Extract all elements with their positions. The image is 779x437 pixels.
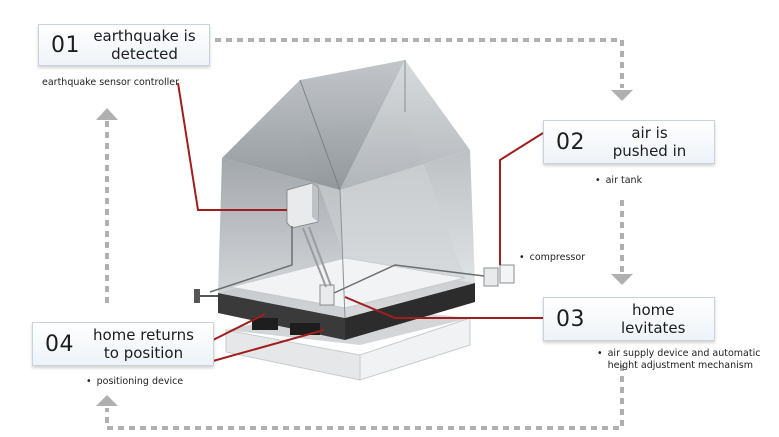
bullet-icon: • [86, 376, 92, 387]
step-number: 02 [556, 129, 585, 155]
note-text: air tank [605, 175, 643, 186]
step-label: air is pushed in [612, 124, 687, 160]
arrow-down-icon [611, 274, 633, 285]
leader-line-04b [212, 329, 325, 362]
air-hoses [209, 226, 485, 294]
callout-text: compressor [529, 252, 586, 263]
air-supply-device [302, 226, 335, 306]
note-text: earthquake sensor controller [42, 77, 180, 88]
bullet-icon: • [519, 252, 525, 263]
step-label: home returns to position [93, 326, 194, 362]
step-03-note: • air supply device and automatic height … [597, 348, 767, 372]
flow-segment-01-02 [215, 38, 624, 88]
house-shell [218, 60, 475, 319]
sensor-controller [286, 182, 319, 229]
flow-segment-03-04 [105, 365, 624, 430]
leader-line-03 [344, 296, 543, 319]
step-01-box: 01 earthquake is detected [38, 24, 210, 66]
leader-line-02 [499, 132, 544, 265]
step-04-note: • positioning device [86, 376, 183, 388]
leader-line-04a [212, 313, 266, 341]
step-04-box: 04 home returns to position [32, 322, 214, 366]
step-number: 03 [556, 306, 585, 332]
compressor-unit [483, 264, 515, 287]
step-label: earthquake is detected [93, 27, 196, 63]
arrow-up-icon [96, 395, 118, 406]
leader-lines [177, 82, 544, 362]
step-02-note: • air tank [595, 175, 642, 187]
note-text: positioning device [96, 376, 184, 387]
compressor-callout: • compressor [519, 252, 585, 264]
arrow-down-icon [611, 90, 633, 101]
bullet-icon: • [595, 175, 601, 186]
positioning-device [194, 289, 218, 303]
step-01-note: earthquake sensor controller [42, 77, 179, 89]
step-label: home levitates [621, 301, 686, 337]
step-02-box: 02 air is pushed in [543, 120, 715, 164]
roof-left [222, 60, 405, 190]
step-number: 04 [45, 331, 74, 357]
bullet-icon: • [597, 348, 603, 359]
flow-path [105, 38, 624, 430]
flow-arrowheads [96, 90, 633, 406]
arrow-up-icon [96, 108, 118, 120]
step-03-box: 03 home levitates [543, 297, 715, 341]
roof-right [340, 60, 470, 190]
note-text: air supply device and automatic height a… [607, 348, 761, 371]
step-number: 01 [51, 32, 80, 58]
leader-line-01 [177, 82, 287, 211]
